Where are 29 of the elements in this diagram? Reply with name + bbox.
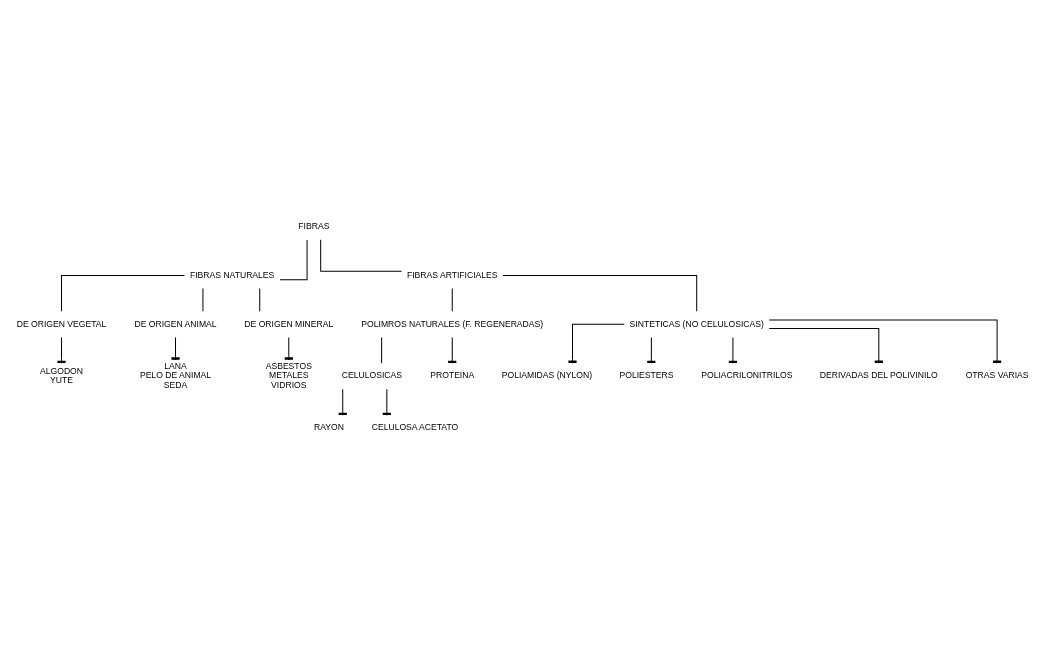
connector [451,287,453,312]
node-text: ALGODON YUTE [40,365,84,385]
connector [279,238,308,280]
connector [259,287,261,312]
node-text: POLIACRILONITRILOS [701,369,793,380]
node-text: CELULOSICAS [341,369,403,380]
node-text: OTRAS VARIAS [965,369,1029,380]
node-text: DE ORIGEN ANIMAL [134,318,217,328]
node-text: POLIESTERS [619,369,674,380]
node-text: SINTETICAS (NO CELULOSICAS) [629,318,764,328]
node-text: POLIAMIDAS (NYLON) [501,369,593,380]
connector [171,336,180,360]
node-text: CELULOSA ACETATO [371,421,459,432]
node-text: FIBRAS [298,220,330,231]
node-text: ASBESTOS METALES VIDRIOS [265,360,312,390]
node-text: RAYON [313,421,344,432]
node-text: POLIMROS NATURALES (F. REGENERADAS) [361,318,544,328]
connector [284,336,293,360]
node-text: LANA PELO DE ANIMAL SEDA [139,360,212,390]
node-text: DERIVADAS DEL POLIVINILO [819,369,938,380]
node-text: DE ORIGEN VEGETAL [16,318,107,328]
node-text: FIBRAS ARTIFICIALES [406,269,498,280]
connector [320,238,403,272]
node-text: FIBRAS NATURALES [189,269,275,280]
node-text: PROTEINA [430,369,475,380]
connector [381,336,383,364]
node-text: DE ORIGEN MINERAL [244,318,334,328]
connector [61,274,185,312]
connector [502,274,698,312]
